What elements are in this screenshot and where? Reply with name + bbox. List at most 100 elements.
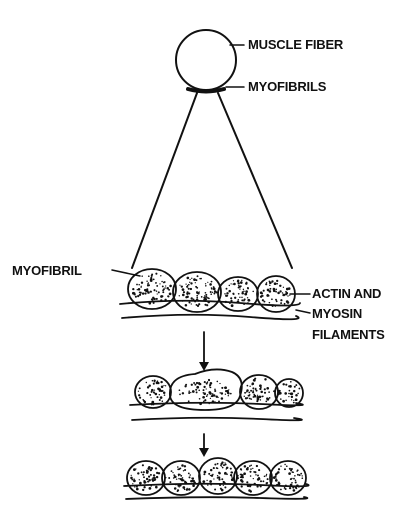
stipple-dot	[224, 386, 227, 389]
stipple-dot	[189, 474, 191, 476]
stipple-dot	[144, 292, 146, 294]
stipple-dot	[237, 475, 239, 477]
stipple-dot	[203, 297, 205, 299]
stipple-dot	[189, 282, 190, 283]
stipple-dot	[203, 386, 205, 388]
stipple-dot	[244, 396, 245, 397]
stipple-dot	[289, 390, 291, 392]
stipple-dot	[269, 290, 272, 293]
stipple-dot	[226, 468, 227, 469]
stipple-dot	[209, 403, 210, 404]
stipple-dot	[237, 477, 239, 479]
stipple-dot	[190, 288, 192, 290]
stipple-dot	[205, 399, 207, 401]
stipple-dot	[280, 299, 282, 301]
stipple-dot	[209, 380, 210, 381]
stipple-dot	[196, 295, 198, 297]
stipple-dot	[149, 394, 151, 396]
stipple-dot	[293, 390, 295, 392]
stipple-dot	[169, 285, 172, 288]
stipple-dot	[250, 465, 252, 467]
stipple-dot	[276, 280, 278, 282]
stipple-dot	[245, 290, 248, 293]
stipple-dot	[172, 472, 173, 473]
stipple-dot	[163, 385, 164, 386]
stipple-dot	[180, 475, 182, 477]
stipple-dot	[203, 473, 205, 475]
stipple-dot	[280, 398, 282, 400]
stipple-dot	[260, 486, 262, 488]
stipple-dot	[153, 383, 155, 385]
stipple-dot	[151, 298, 153, 300]
stipple-dot	[192, 298, 194, 300]
stipple-dot	[291, 468, 293, 470]
stipple-dot	[248, 489, 251, 492]
stipple-dot	[212, 393, 214, 395]
stipple-dot	[146, 281, 147, 282]
stipple-dot	[139, 397, 141, 399]
stipple-dot	[237, 282, 239, 284]
stipple-dot	[271, 280, 273, 282]
stipple-dot	[132, 483, 133, 484]
stipple-dot	[150, 469, 152, 471]
stipple-dot	[195, 389, 197, 391]
stipple-dot	[223, 485, 224, 486]
stipple-dot	[272, 304, 274, 306]
stipple-dot	[193, 480, 195, 482]
stipple-dot	[187, 488, 188, 489]
stipple-dot	[230, 474, 232, 476]
stipple-dot	[240, 476, 243, 479]
stipple-dot	[278, 468, 280, 470]
stipple-dot	[262, 480, 264, 482]
stipple-dot	[186, 286, 188, 288]
stipple-dot	[196, 299, 199, 302]
stipple-dot	[225, 301, 227, 303]
stipple-dot	[275, 291, 277, 293]
stipple-dot	[188, 288, 190, 290]
stipple-dot	[207, 282, 208, 283]
stipple-dot	[293, 472, 294, 473]
stipple-dot	[256, 485, 258, 487]
stipple-dot	[207, 301, 210, 304]
stipple-dot	[188, 473, 190, 475]
stipple-dot	[133, 468, 136, 471]
stipple-dot	[244, 465, 247, 468]
stipple-dot	[273, 289, 276, 292]
stipple-dot	[298, 486, 300, 488]
stipple-dot	[249, 471, 251, 473]
stipple-dot	[185, 304, 188, 307]
stipple-dot	[151, 403, 153, 405]
stipple-dot	[193, 382, 195, 384]
stipple-dot	[142, 489, 144, 491]
stipple-dot	[240, 281, 243, 284]
stipple-dot	[133, 293, 135, 295]
stipple-dot	[224, 486, 226, 488]
stipple-dot	[282, 292, 283, 293]
stipple-dot	[230, 300, 232, 302]
stipple-dot	[230, 393, 232, 395]
stipple-dot	[291, 482, 293, 484]
stipple-dot	[188, 400, 190, 402]
stipple-dot	[229, 285, 231, 287]
stipple-dot	[225, 394, 226, 395]
stipple-dot	[206, 388, 207, 389]
stipple-dot	[190, 392, 191, 393]
stipple-dot	[232, 479, 234, 481]
stipple-dot	[289, 295, 290, 296]
stipple-dot	[247, 390, 248, 391]
stipple-dot	[196, 382, 198, 384]
stipple-dot	[247, 302, 249, 304]
stipple-dot	[182, 300, 183, 301]
stipple-dot	[228, 389, 229, 390]
stipple-dot	[213, 293, 215, 295]
stipple-dot	[163, 288, 165, 290]
stipple-dot	[207, 394, 209, 396]
stipple-dot	[224, 293, 225, 294]
stipple-dot	[196, 297, 198, 299]
stipple-dot	[160, 381, 162, 383]
stipple-dot	[238, 293, 240, 295]
stipple-dot	[241, 297, 242, 298]
stipple-dot	[148, 282, 150, 284]
stipple-dot	[252, 387, 254, 389]
stipple-dot	[217, 475, 219, 477]
